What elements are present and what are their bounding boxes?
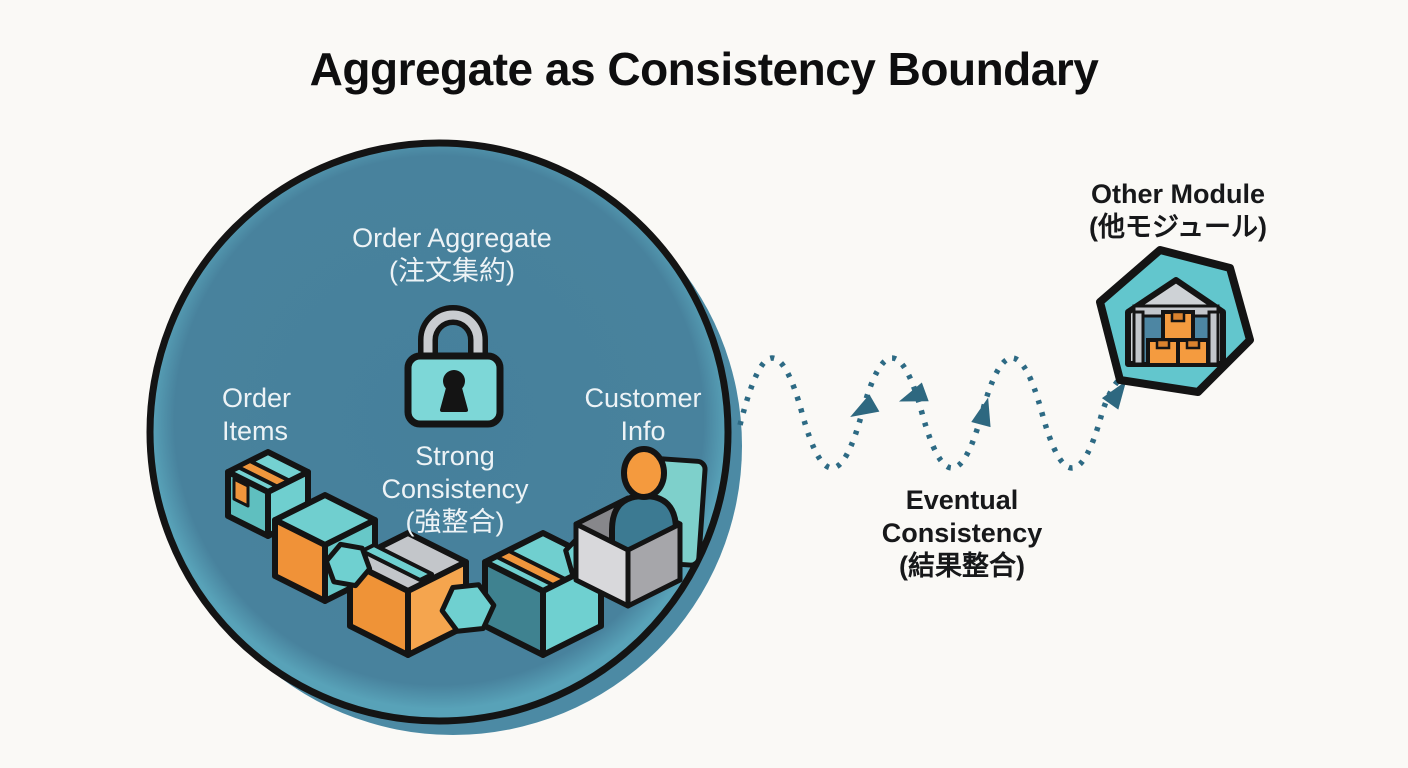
order-aggregate-label: Order Aggregate (注文集約) [292,222,612,288]
strong-consistency-label: Strong Consistency (強整合) [363,440,548,539]
lock-icon [404,305,504,428]
other-module-label-jp: (他モジュール) [1088,211,1268,242]
stacked-boxes-icon [1146,310,1210,367]
warehouse-hexagon-icon [1096,246,1254,396]
chain-connector [323,541,373,589]
eventual-consistency-label: Eventual Consistency (結果整合) [857,484,1067,583]
eventual-consistency-label-jp: (結果整合) [899,550,1025,581]
strong-consistency-label-en: Strong Consistency [381,441,529,504]
other-module-label: Other Module (他モジュール) [1038,178,1318,244]
arrowhead [898,382,929,402]
order-items-label: Order Items [222,383,292,446]
order-aggregate-label-en: Order Aggregate [352,223,552,253]
package-box [347,530,469,658]
page-title: Aggregate as Consistency Boundary [309,43,1099,95]
arrowhead [1101,380,1127,410]
strong-consistency-label-jp: (強整合) [405,506,505,537]
eventual-consistency-label-en: Eventual Consistency [881,485,1043,548]
chain-connector [439,582,497,634]
customer-info-label: Customer Info [584,383,702,446]
wavy-dashed-arrow-icon [737,355,1128,471]
arrowhead [850,394,880,417]
other-module-label-en: Other Module [1091,179,1265,209]
order-aggregate-label-jp: (注文集約) [389,255,515,286]
warehouse-icon [1125,277,1226,367]
arrowhead [971,397,991,428]
person-in-box-icon [573,446,708,609]
